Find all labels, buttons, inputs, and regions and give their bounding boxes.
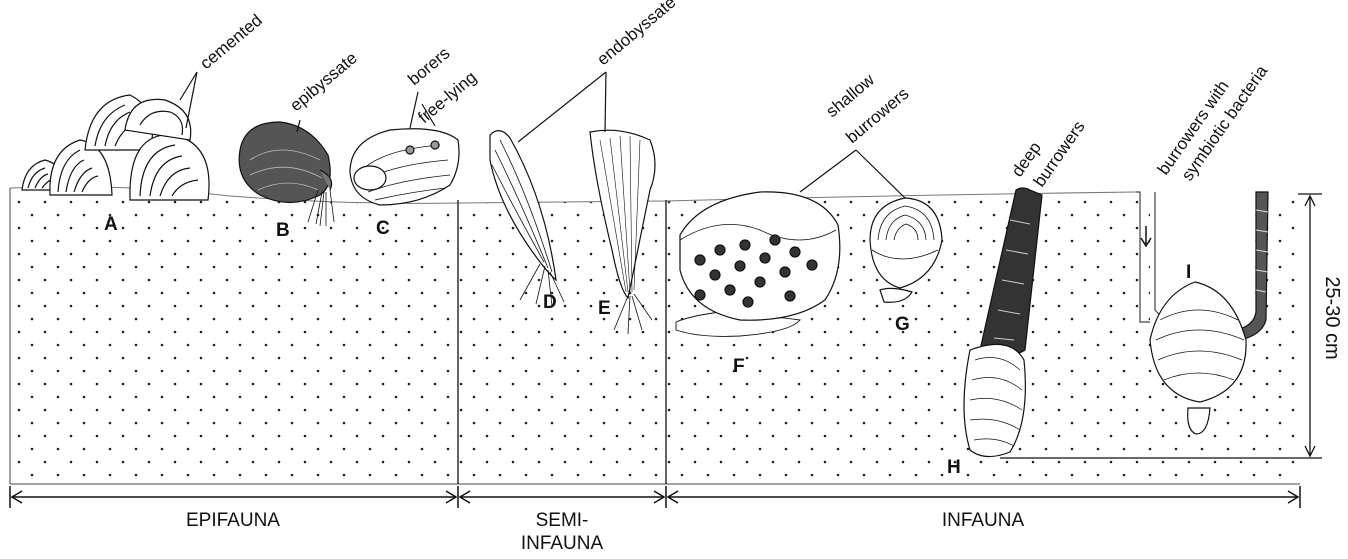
specimen-label-h: H (947, 457, 961, 478)
depth-label: 25-30 cm (1321, 276, 1343, 359)
specimen-label-i: I (1186, 262, 1191, 283)
zone-label-infauna: INFAUNA (942, 510, 1025, 531)
zone-label-epifauna: EPIFAUNA (186, 510, 280, 531)
specimen-label-a: A (104, 214, 118, 235)
zone-label-semi-infauna: INFAUNA (521, 533, 604, 554)
zone-label-semi: SEMI- (536, 510, 589, 531)
label-endobyssate: endobyssate (593, 0, 679, 69)
label-cemented: cemented (196, 11, 265, 74)
zone-arrows (10, 486, 1300, 508)
specimen-a-cemented-shells (22, 95, 209, 200)
specimen-label-c: C (376, 218, 390, 239)
sediment (10, 187, 1300, 484)
specimen-label-e: E (598, 298, 611, 319)
specimen-label-g: G (895, 314, 910, 335)
specimen-label-f: F (733, 356, 745, 377)
label-epibyssate: epibyssate (286, 48, 360, 115)
label-borers: borers (404, 44, 453, 90)
specimen-label-d: D (543, 292, 557, 313)
specimen-c-boring-shell (350, 129, 459, 205)
specimen-label-b: B (276, 220, 290, 241)
